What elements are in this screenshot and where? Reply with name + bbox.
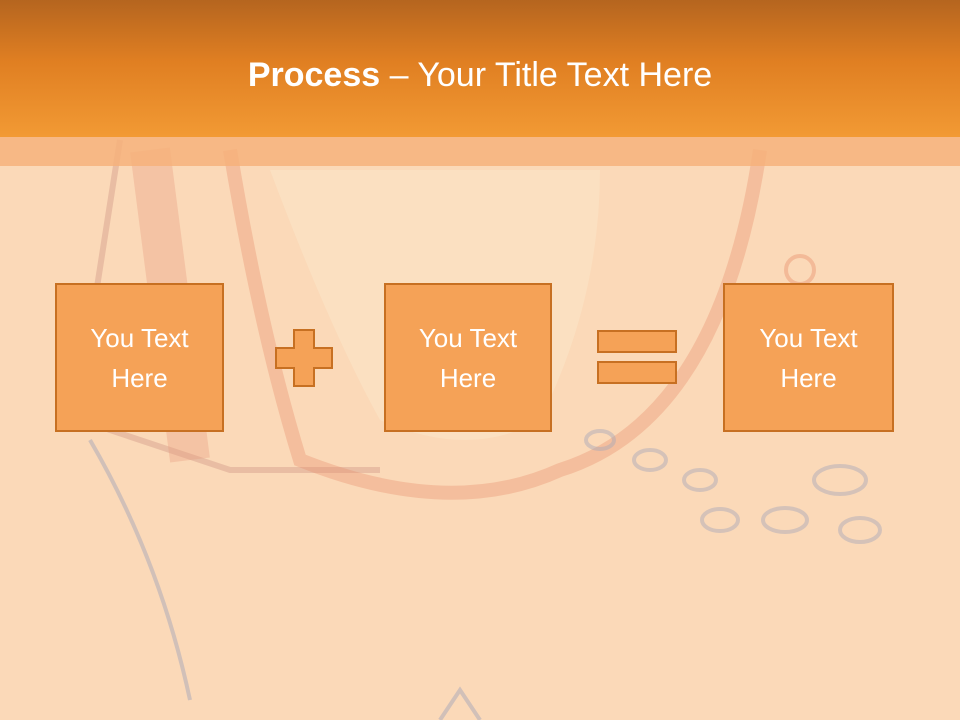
process-box-2[interactable]: You Text Here [384, 283, 552, 432]
process-box-3-text: You Text Here [759, 322, 858, 393]
process-box-2-text: You Text Here [418, 322, 518, 393]
title-separator: – [380, 56, 418, 94]
process-box-3[interactable]: You Text Here [723, 283, 894, 432]
title-accent-strip [0, 137, 960, 166]
title-bar [0, 0, 960, 137]
slide-title: Process – Your Title Text Here [0, 52, 960, 98]
plus-icon [275, 329, 333, 387]
title-rest: Your Title Text Here [417, 56, 713, 94]
title-bold-part: Process [247, 56, 381, 94]
process-box-1-text: You Text Here [90, 322, 189, 393]
process-box-1[interactable]: You Text Here [55, 283, 224, 432]
equals-icon [597, 330, 677, 384]
